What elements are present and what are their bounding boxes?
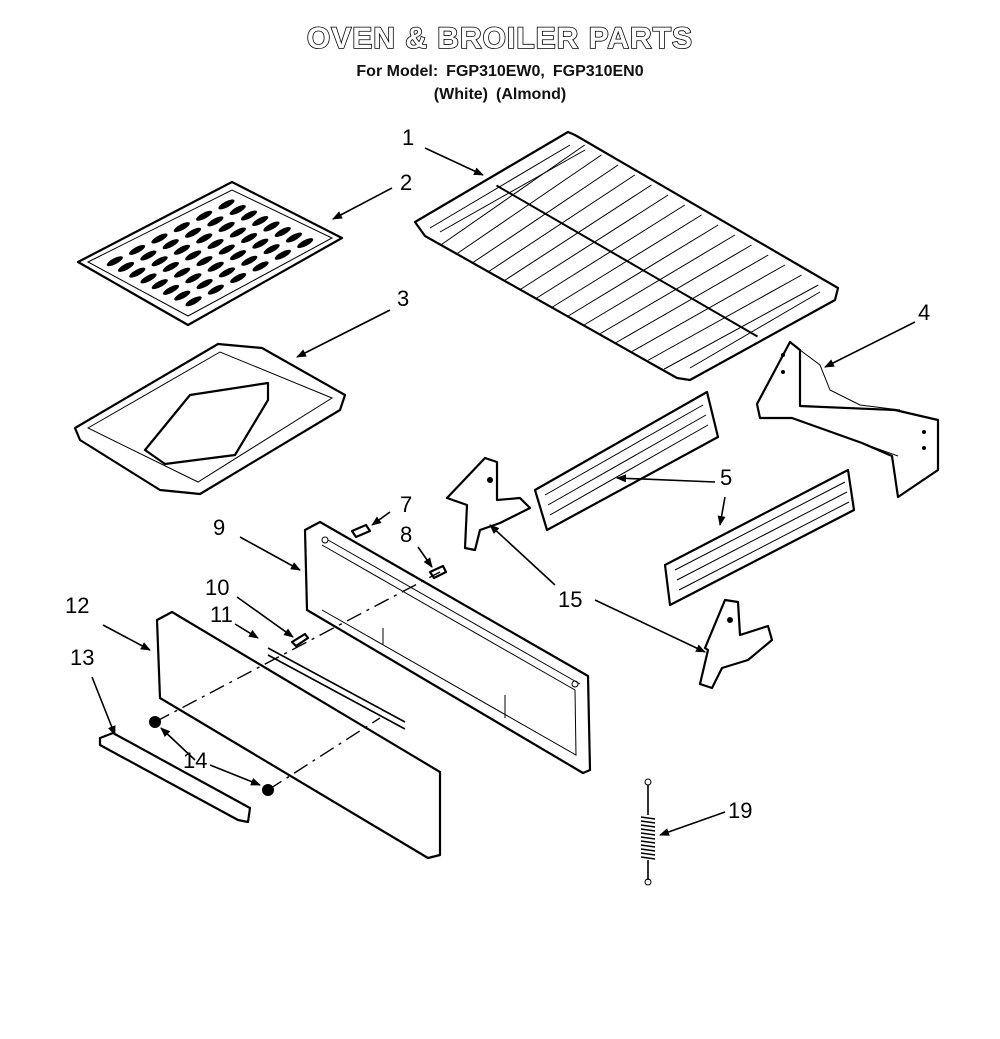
broiler-grid — [76, 180, 344, 327]
callout-5: 5 — [720, 465, 732, 490]
leader-lines — [91, 147, 916, 836]
callout-11: 11 — [210, 602, 233, 627]
broiler-pan — [73, 342, 347, 496]
screw-10 — [290, 632, 310, 648]
spring — [640, 778, 656, 886]
callout-13: 13 — [70, 645, 94, 670]
model-almond: FGP310EN0 — [552, 63, 644, 80]
panel-rod — [267, 647, 406, 730]
callout-2: 2 — [400, 170, 412, 195]
callout-10: 10 — [205, 575, 229, 600]
alignment-line-upper — [154, 571, 441, 723]
callout-8: 8 — [400, 522, 412, 547]
hinge-upper — [445, 456, 532, 552]
callout-19: 19 — [728, 798, 752, 823]
callout-1: 1 — [402, 125, 414, 150]
color-almond: (Almond) — [496, 86, 567, 103]
callout-15: 15 — [558, 587, 582, 612]
drawer-front-frame — [303, 520, 592, 775]
model-white: FGP310EW0, — [446, 63, 545, 80]
diagram-title: OVEN & BROILER PARTS — [306, 21, 694, 56]
color-line: (White) (Almond) — [0, 86, 1000, 104]
side-slide-upper — [533, 390, 720, 532]
color-white: (White) — [433, 86, 488, 103]
side-slide-lower — [663, 468, 856, 607]
trim-strip — [98, 731, 252, 824]
callout-14: 14 — [183, 748, 207, 773]
callout-4: 4 — [918, 300, 930, 325]
alignment-line-lower — [267, 717, 381, 791]
model-line: For Model: FGP310EW0, FGP310EN0 — [0, 63, 1000, 81]
callout-12: 12 — [65, 593, 89, 618]
callout-7: 7 — [400, 492, 412, 517]
outer-drawer-panel — [155, 610, 442, 860]
oven-rack — [413, 130, 840, 382]
screw-7 — [350, 523, 372, 539]
hinge-lower — [698, 598, 774, 690]
rear-shield — [755, 340, 940, 499]
callout-3: 3 — [397, 286, 409, 311]
callout-9: 9 — [213, 515, 225, 540]
model-prefix: For Model: — [356, 63, 439, 80]
